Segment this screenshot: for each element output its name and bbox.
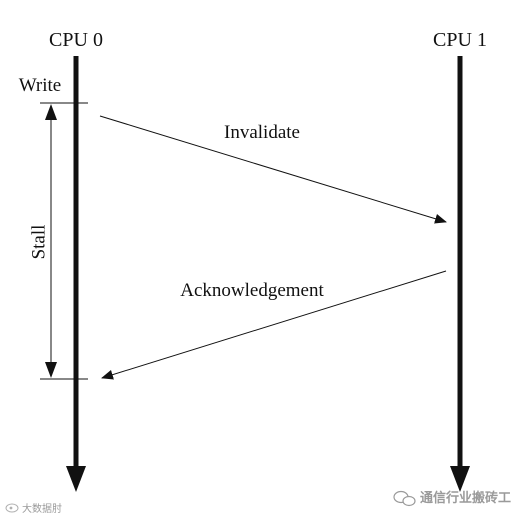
watermark-right: 通信行业搬砖工 (393, 490, 511, 507)
watermark-left: 大数据肘 (5, 502, 62, 515)
watermark-right-text: 通信行业搬砖工 (420, 490, 511, 506)
invalidate-label: Invalidate (224, 122, 300, 143)
cpu1-label: CPU 1 (433, 29, 487, 51)
cpu1-timeline (450, 56, 470, 492)
write-label: Write (19, 75, 62, 96)
cpu0-label: CPU 0 (49, 29, 103, 51)
wechat-logo-icon (393, 490, 416, 507)
weibo-logo-icon (5, 503, 19, 513)
acknowledgement-arrow (101, 270, 447, 380)
invalidate-arrow (99, 115, 447, 224)
watermark-left-text: 大数据肘 (22, 502, 62, 515)
stall-bracket (40, 102, 88, 380)
cpu0-timeline (66, 56, 86, 492)
stall-label: Stall (28, 225, 49, 260)
acknowledgement-label: Acknowledgement (180, 280, 324, 301)
